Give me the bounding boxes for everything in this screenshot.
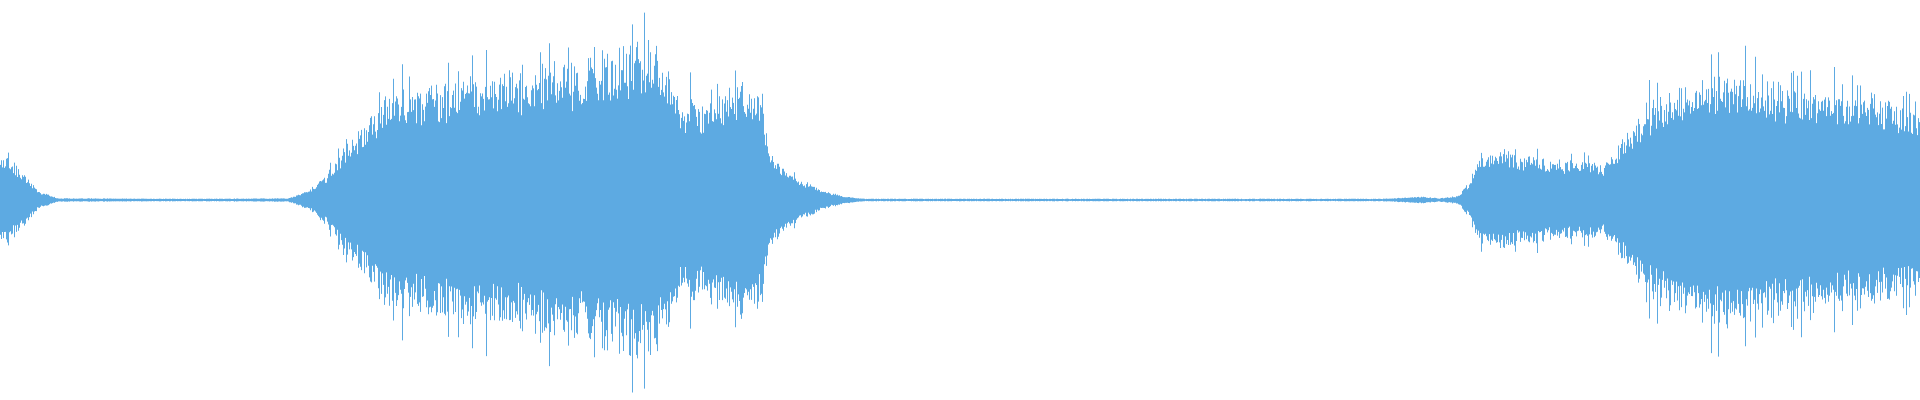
waveform-bars [0,12,1920,393]
